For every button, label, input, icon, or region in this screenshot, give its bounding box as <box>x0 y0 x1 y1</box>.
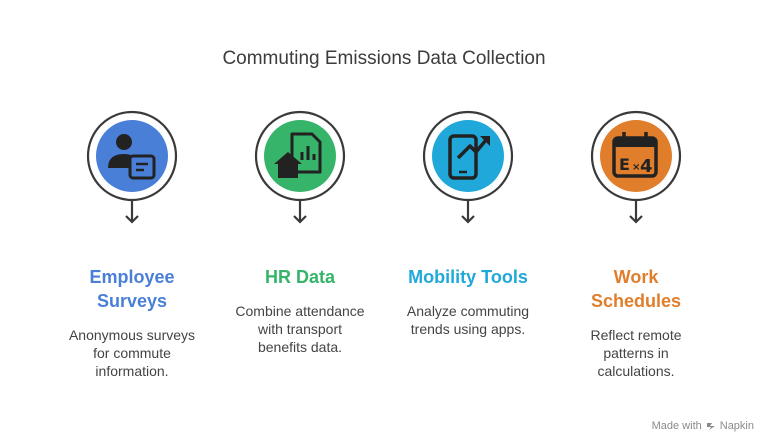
napkin-watermark: Made with Napkin <box>652 420 754 432</box>
step-heading: Work Schedules <box>590 267 682 311</box>
napkin-brand: Napkin <box>719 420 754 432</box>
step-description: Reflect remote patterns in calculations. <box>590 327 682 379</box>
step-icon-ring: E × 4 <box>586 106 686 226</box>
house-document-icon <box>274 132 322 178</box>
step-work-schedules: E × 4 Work Schedules Reflect remote patt… <box>546 0 726 442</box>
step-heading: Employee Surveys <box>89 267 175 311</box>
step-icon-ring <box>82 106 182 226</box>
step-heading: Mobility Tools <box>408 267 528 287</box>
svg-text:×: × <box>632 162 640 173</box>
made-with-label: Made with <box>651 420 702 432</box>
napkin-logo-icon <box>706 423 715 430</box>
phone-trend-icon <box>448 134 490 180</box>
step-description: Analyze commuting trends using apps. <box>406 303 530 337</box>
step-icon-ring <box>250 106 350 226</box>
svg-text:4: 4 <box>640 156 653 177</box>
step-mobility-tools: Mobility Tools Analyze commuting trends … <box>378 0 558 442</box>
diagram-title: Commuting Emissions Data Collection <box>222 48 546 69</box>
step-hr-data: HR Data Combine attendance with transpor… <box>210 0 390 442</box>
step-employee-surveys: Employee Surveys Anonymous surveys for c… <box>42 0 222 442</box>
step-icon-ring <box>418 106 518 226</box>
step-description: Combine attendance with transport benefi… <box>235 303 365 355</box>
step-description: Anonymous surveys for commute informatio… <box>68 327 196 379</box>
calendar-schedule-icon: E × 4 <box>612 132 658 178</box>
step-heading: HR Data <box>264 267 335 287</box>
employee-form-icon <box>108 134 156 180</box>
svg-text:E: E <box>619 155 630 174</box>
